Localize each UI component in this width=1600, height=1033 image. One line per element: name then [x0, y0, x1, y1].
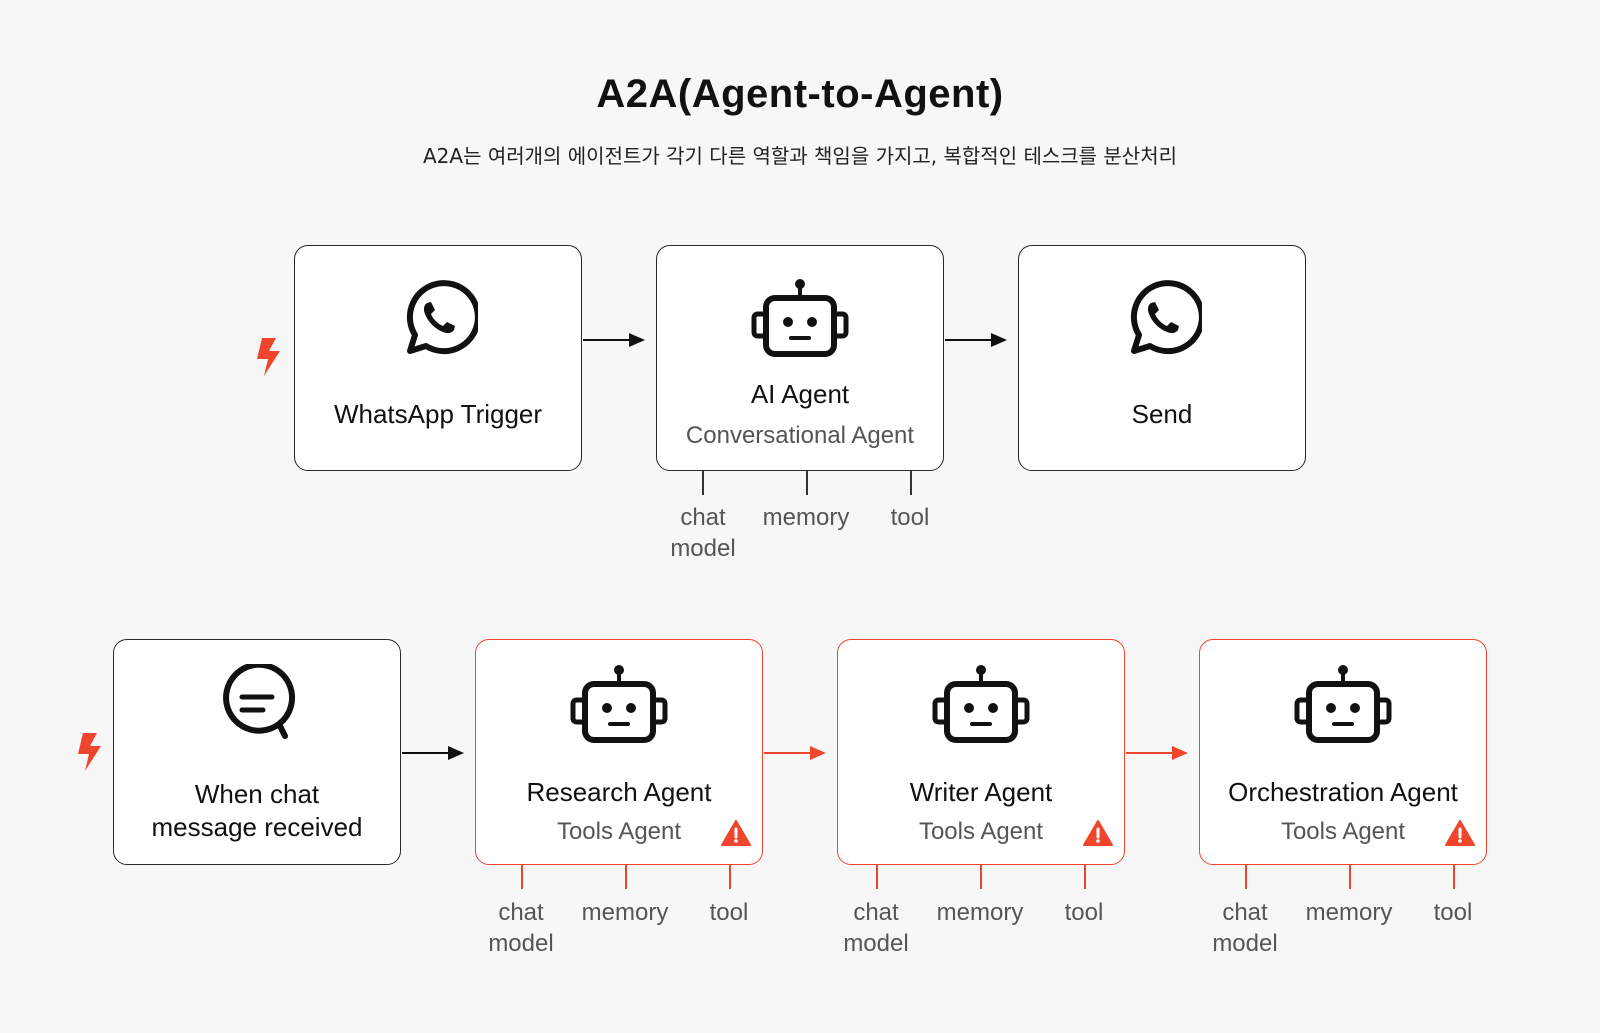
node-label: WhatsApp Trigger — [333, 399, 543, 429]
port-connector — [1245, 865, 1247, 889]
port-connector — [625, 865, 627, 889]
connection-arrow — [402, 746, 464, 760]
port-tool[interactable]: tool — [890, 504, 930, 531]
page-subtitle: A2A는 여러개의 에이전트가 각기 다른 역할과 책임을 가지고, 복합적인 … — [422, 144, 1178, 168]
port-connector — [1453, 865, 1455, 889]
ai-agent-node[interactable]: AI Agent Conversational Agent — [656, 245, 944, 471]
orchestration-agent-node[interactable]: Orchestration Agent Tools Agent — [1199, 639, 1487, 865]
port-memory[interactable]: memory — [762, 504, 850, 531]
robot-icon — [932, 665, 1030, 743]
port-memory[interactable]: memory — [936, 899, 1024, 926]
port-tool[interactable]: tool — [1064, 899, 1104, 926]
node-sublabel: Tools Agent — [556, 818, 682, 845]
whatsapp-icon — [1130, 280, 1202, 355]
port-connector — [521, 865, 523, 889]
connection-arrow — [764, 746, 826, 760]
send-node[interactable]: Send — [1018, 245, 1306, 471]
port-connector — [806, 471, 808, 495]
trigger-bolt-icon — [78, 733, 101, 771]
node-label: Orchestration Agent — [1228, 777, 1458, 807]
port-memory[interactable]: memory — [1305, 899, 1393, 926]
warning-icon[interactable] — [721, 820, 751, 846]
robot-icon — [1294, 665, 1392, 743]
port-connector — [910, 471, 912, 495]
page-title: A2A(Agent-to-Agent) — [596, 72, 1004, 116]
node-sublabel: Tools Agent — [1280, 818, 1406, 845]
whatsapp-icon — [406, 280, 478, 355]
port-connector — [702, 471, 704, 495]
node-label: When chat message received — [151, 779, 363, 842]
warning-icon[interactable] — [1083, 820, 1113, 846]
port-connector — [876, 865, 878, 889]
port-chat-model[interactable]: chat model — [843, 899, 909, 957]
writer-agent-node[interactable]: Writer Agent Tools Agent — [837, 639, 1125, 865]
whatsapp-trigger-node[interactable]: WhatsApp Trigger — [294, 245, 582, 471]
connection-arrow — [945, 333, 1007, 347]
chat-trigger-node[interactable]: When chat message received — [113, 639, 401, 865]
port-tool[interactable]: tool — [709, 899, 749, 926]
port-connector — [1084, 865, 1086, 889]
research-agent-node[interactable]: Research Agent Tools Agent — [475, 639, 763, 865]
node-label: Writer Agent — [909, 777, 1053, 807]
warning-icon[interactable] — [1445, 820, 1475, 846]
node-label: Send — [1131, 399, 1193, 429]
port-chat-model[interactable]: chat model — [1212, 899, 1278, 957]
trigger-bolt-icon — [257, 338, 280, 376]
chat-bubble-icon — [223, 664, 296, 739]
connection-arrow — [1126, 746, 1188, 760]
robot-icon — [570, 665, 668, 743]
node-sublabel: Tools Agent — [918, 818, 1044, 845]
node-label: AI Agent — [750, 379, 850, 409]
port-connector — [729, 865, 731, 889]
node-label: Research Agent — [526, 777, 712, 807]
port-memory[interactable]: memory — [581, 899, 669, 926]
robot-icon — [751, 279, 849, 357]
port-chat-model[interactable]: chat model — [488, 899, 554, 957]
port-connector — [980, 865, 982, 889]
port-connector — [1349, 865, 1351, 889]
connection-arrow — [583, 333, 645, 347]
port-tool[interactable]: tool — [1433, 899, 1473, 926]
node-sublabel: Conversational Agent — [685, 422, 915, 449]
port-chat-model[interactable]: chat model — [670, 504, 736, 562]
